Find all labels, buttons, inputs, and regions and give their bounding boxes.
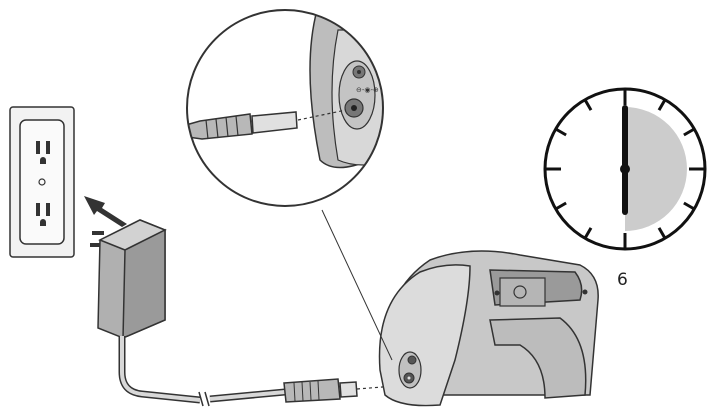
clock-elapsed-wedge [625,107,687,231]
magnifier-leader-line [321,209,393,361]
svg-text:⊖-◉-⊕: ⊖-◉-⊕ [356,86,379,94]
dc-plug [283,378,396,403]
arrow-left-up-icon [84,196,127,227]
clock-tick [657,99,666,111]
clock-tick [683,201,695,210]
clock-tick [683,128,695,137]
clock-tick [584,99,593,111]
power-cable [118,336,286,407]
clock-tick [555,201,567,210]
magnified-port-view: ⊖-◉-⊕ [186,9,384,207]
clock-tick [555,128,567,137]
clock-duration-label: 6 [617,270,628,290]
wall-outlet-icon [9,106,75,258]
clock-ticks [546,90,704,248]
clock-tick [657,227,666,239]
power-adapter-icon [90,219,167,340]
charging-base-icon [378,250,599,407]
clock-tick [584,227,593,239]
clock-icon [543,87,707,251]
